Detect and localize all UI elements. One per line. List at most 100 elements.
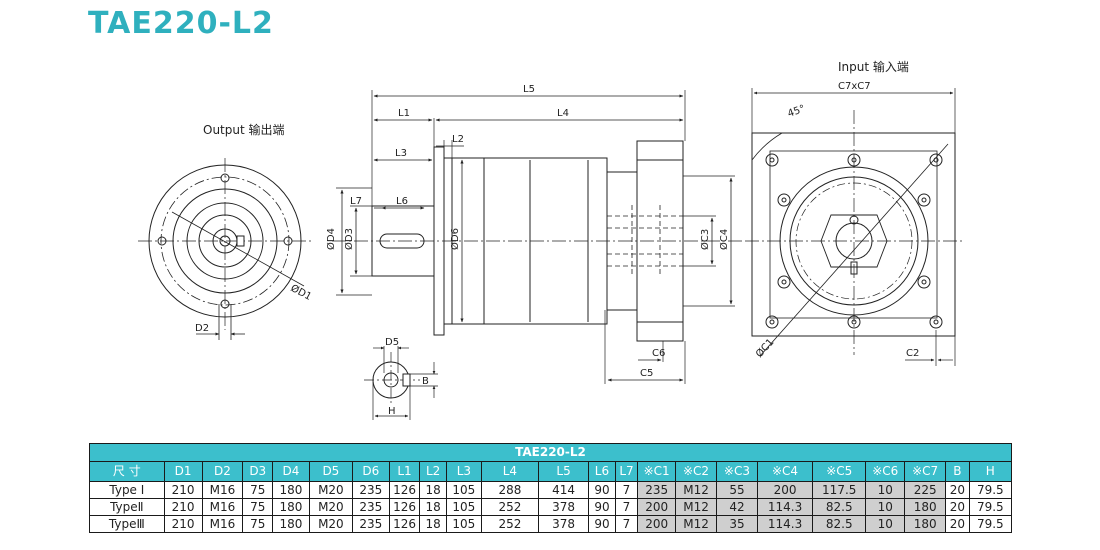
table-cell: M20: [308, 481, 353, 499]
table-caption: TAE220-L2: [89, 443, 1012, 462]
input-end-view: [745, 88, 962, 366]
header-cell: ※C5: [812, 461, 867, 482]
table-cell: 79.5: [968, 515, 1013, 533]
table-cell: 126: [388, 481, 421, 499]
dim-L5: L5: [523, 84, 535, 95]
table-cell: 18: [419, 481, 447, 499]
dim-D5: D5: [385, 337, 399, 348]
table-cell: 252: [480, 515, 540, 533]
dim-L4: L4: [557, 108, 569, 119]
dim-angle: 45°: [786, 103, 806, 119]
header-cell: ※C1: [637, 461, 677, 482]
table-cell: 126: [388, 515, 421, 533]
table-cell: 35: [716, 515, 758, 533]
table-cell: 210: [163, 515, 203, 533]
header-cell: 尺 寸: [89, 461, 165, 482]
table-cell: 378: [538, 515, 590, 533]
dim-L6: L6: [396, 196, 408, 207]
table-cell: 90: [588, 515, 616, 533]
table-cell: 235: [351, 515, 390, 533]
table-cell: 105: [445, 481, 482, 499]
dim-D2: D2: [195, 323, 209, 334]
table-cell: 200: [637, 498, 677, 516]
header-cell: ※C4: [756, 461, 814, 482]
table-cell: 105: [445, 515, 482, 533]
table-cell: 82.5: [812, 498, 867, 516]
table-cell: 114.3: [756, 498, 814, 516]
table-cell: 18: [419, 498, 447, 516]
table-cell: M20: [308, 498, 353, 516]
table-cell: 20: [945, 498, 970, 516]
table-cell: 252: [480, 498, 540, 516]
header-cell: ※C7: [904, 461, 947, 482]
table-cell: 235: [637, 481, 677, 499]
header-cell: L3: [445, 461, 482, 482]
table-cell: 126: [388, 498, 421, 516]
dim-C4: ØC4: [718, 229, 730, 250]
table-cell: M16: [201, 481, 244, 499]
dim-D1: ØD1: [289, 282, 314, 303]
dim-D6: ØD6: [449, 228, 461, 250]
header-cell: H: [968, 461, 1013, 482]
header-cell: L7: [614, 461, 639, 482]
dim-C5: C5: [640, 368, 653, 379]
table-cell: 200: [637, 515, 677, 533]
header-cell: D5: [308, 461, 353, 482]
table-cell: M20: [308, 515, 353, 533]
table-cell: 75: [242, 481, 274, 499]
table-cell: 82.5: [812, 515, 867, 533]
header-cell: L4: [480, 461, 540, 482]
table-cell: 20: [945, 515, 970, 533]
header-cell: ※C3: [716, 461, 758, 482]
dim-L7: L7: [350, 196, 362, 207]
side-view: [332, 90, 745, 384]
table-cell: 180: [904, 515, 947, 533]
table-cell: 75: [242, 515, 274, 533]
table-cell: 10: [865, 515, 906, 533]
row-label: TypeⅢ: [89, 515, 165, 533]
output-view-label: Output 输出端: [203, 123, 285, 137]
dim-L3: L3: [395, 148, 407, 159]
table-cell: 105: [445, 498, 482, 516]
table-cell: M16: [201, 498, 244, 516]
header-cell: D1: [163, 461, 203, 482]
table-cell: 210: [163, 498, 203, 516]
dim-C6: C6: [652, 348, 665, 359]
header-cell: D2: [201, 461, 244, 482]
header-cell: ※C6: [865, 461, 906, 482]
dim-B: B: [422, 376, 429, 387]
header-cell: B: [945, 461, 970, 482]
table-cell: 414: [538, 481, 590, 499]
table-cell: 20: [945, 481, 970, 499]
table-cell: 114.3: [756, 515, 814, 533]
table-cell: M12: [675, 515, 717, 533]
dim-L2: L2: [452, 134, 464, 145]
table-cell: M12: [675, 498, 717, 516]
header-cell: L2: [419, 461, 447, 482]
table-cell: 200: [756, 481, 814, 499]
table-cell: 235: [351, 498, 390, 516]
table-cell: 225: [904, 481, 947, 499]
dim-D3: ØD3: [343, 228, 355, 250]
dim-C3: ØC3: [699, 229, 711, 250]
output-end-view: [138, 158, 312, 340]
header-cell: L6: [588, 461, 616, 482]
table-cell: 180: [272, 515, 310, 533]
dim-H: H: [388, 406, 396, 417]
dim-D4: ØD4: [325, 228, 337, 250]
table-cell: M12: [675, 481, 717, 499]
table-cell: 180: [272, 481, 310, 499]
table-cell: 10: [865, 481, 906, 499]
table-cell: 117.5: [812, 481, 867, 499]
header-cell: D3: [242, 461, 274, 482]
header-cell: L1: [388, 461, 421, 482]
table-cell: 210: [163, 481, 203, 499]
page-title: TAE220-L2: [88, 6, 274, 41]
header-cell: L5: [538, 461, 590, 482]
table-cell: 18: [419, 515, 447, 533]
table-cell: 90: [588, 481, 616, 499]
dim-C7: C7xC7: [838, 81, 871, 92]
